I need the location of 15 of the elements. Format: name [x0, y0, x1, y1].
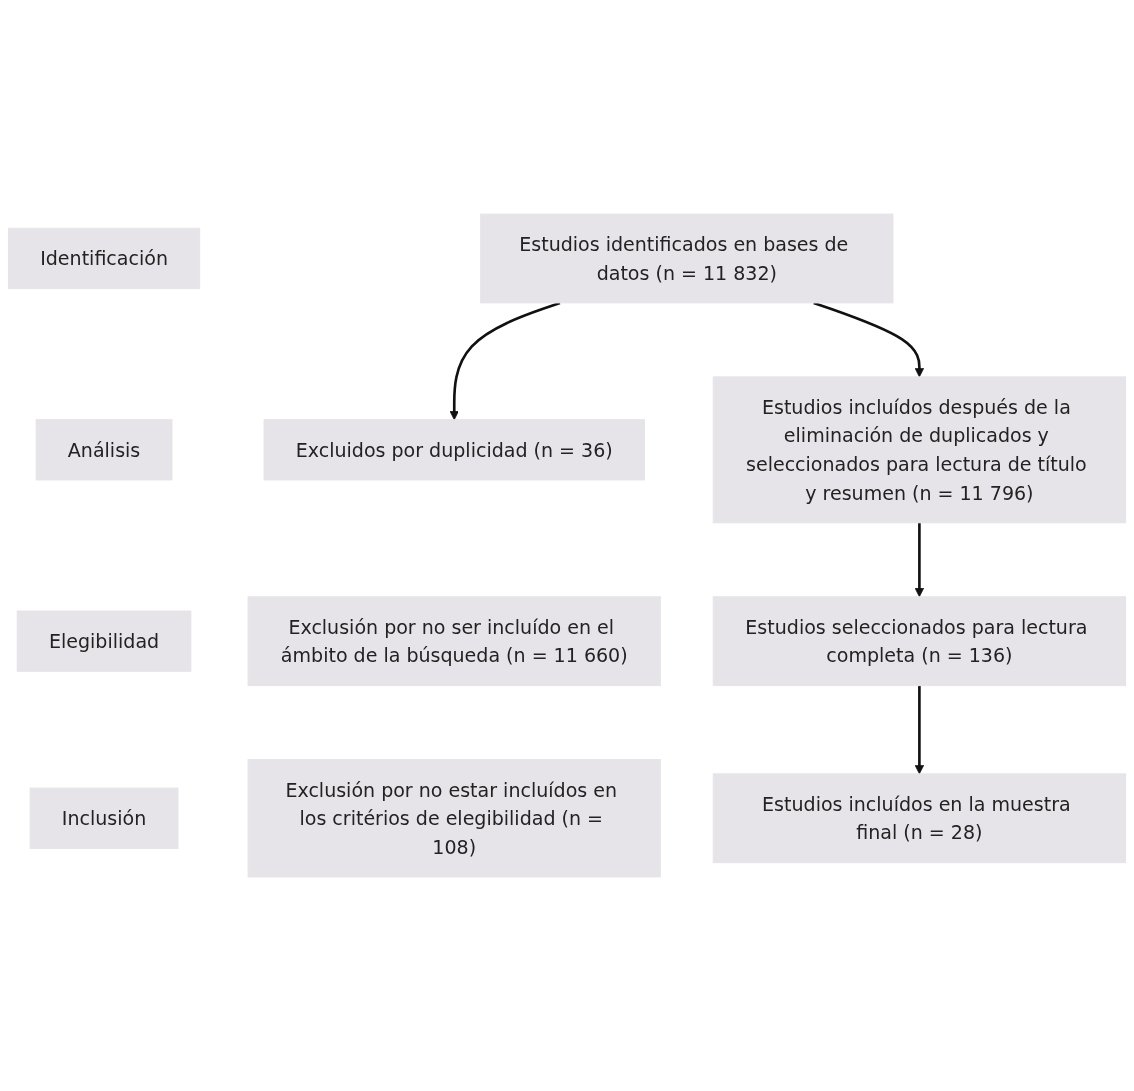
node-box: Estudios seleccionados para lectura completa (n = 136) [712, 596, 1127, 687]
node-box: Análisis [35, 419, 173, 481]
node-box: Elegibilidad [16, 610, 192, 672]
arrow [914, 522, 925, 598]
node-box: Estudios incluídos en la muestra final (n = 28) [712, 773, 1127, 864]
node-box: Estudios incluídos después de la eliminación de duplicados y seleccionados para lectura de título y resumen (n = 11 796) [712, 376, 1127, 524]
arrow [449, 301, 561, 421]
node-box: Identificación [7, 227, 201, 290]
node-box: Excluidos por duplicidad (n = 36) [263, 419, 645, 481]
node-box: Estudios identificados en bases de datos (n = 11 832) [480, 213, 894, 304]
node-box: Exclusión por no ser incluído en el ámbito de la búsqueda (n = 11 660) [247, 596, 661, 687]
node-box: Inclusión [29, 787, 179, 849]
arrow [813, 301, 925, 378]
node-box: Exclusión por no estar incluídos en los critérios de elegibilidad (n = 108) [247, 759, 661, 878]
arrow [914, 685, 925, 775]
